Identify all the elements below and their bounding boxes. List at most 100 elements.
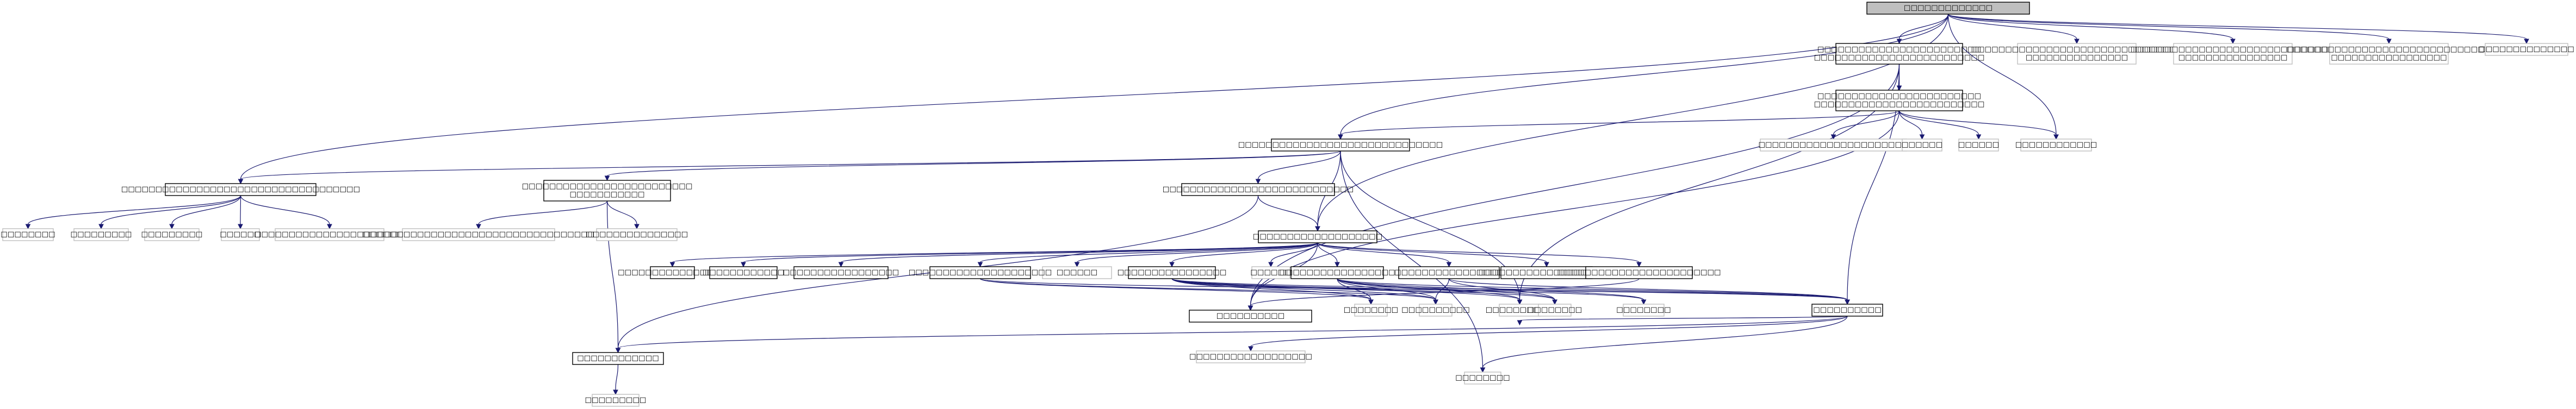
edge-root-to-n7 — [1338, 14, 1949, 140]
edge-arrowhead — [741, 262, 746, 268]
graph-node-n37[interactable]: ☐☐☐☐☐☐☐☐☐☐ — [1486, 304, 1554, 317]
graph-node-n13[interactable]: ☐☐☐☐☐☐☐☐☐☐☐☐☐☐☐☐☐☐☐☐☐☐☐☐☐☐☐☐☐☐☐☐☐☐☐☐ — [522, 180, 693, 202]
node-label: ☐☐☐☐☐☐☐☐ — [1528, 306, 1582, 315]
graph-node-n44[interactable]: ☐☐☐☐☐☐☐☐ — [1455, 372, 1510, 385]
edge-arrowhead — [1919, 134, 1925, 140]
edge-n22-to-n27 — [1074, 242, 1318, 268]
edge-n34-to-n43 — [1247, 278, 1640, 311]
graph-node-n31[interactable]: ☐☐☐☐☐☐☐☐☐☐☐☐☐☐☐☐☐ — [1279, 266, 1395, 279]
graph-node-n15[interactable]: ☐☐☐☐☐☐☐☐ — [1, 228, 55, 241]
graph-node-n17[interactable]: ☐☐☐☐☐☐☐☐☐ — [141, 228, 203, 241]
graph-node-n11[interactable]: ☐☐☐☐☐☐☐☐☐☐☐☐ — [2015, 139, 2097, 152]
edge-arrowhead — [1315, 226, 1320, 232]
edge-arrowhead — [1255, 179, 1261, 185]
graph-node-n33[interactable]: ☐☐☐☐☐☐☐☐☐☐☐☐☐☐☐☐☐☐☐☐ — [1478, 266, 1615, 279]
graph-node-n29[interactable]: ☐☐☐☐☐☐☐☐☐☐☐☐ — [572, 352, 664, 365]
graph-node-n3[interactable]: ☐☐☐☐☐☐☐☐☐☐☐☐☐☐☐☐☐☐☐☐☐☐☐☐☐☐☐☐☐☐☐☐☐☐☐☐☐☐☐☐… — [2131, 43, 2336, 65]
graph-node-n24[interactable]: ☐☐☐☐☐☐ — [1250, 266, 1292, 279]
node-box — [2329, 43, 2449, 65]
edge-arrowhead — [1830, 134, 1836, 140]
graph-node-n7[interactable]: ☐☐☐☐☐☐☐☐☐☐☐☐☐☐☐☐☐☐☐☐☐☐☐☐☐☐☐☐☐☐ — [1238, 139, 1443, 152]
graph-node-n14[interactable]: ☐☐☐☐☐☐☐☐☐☐☐☐☐☐☐☐☐☐☐☐☐☐☐☐☐☐☐☐ — [1163, 183, 1354, 196]
graph-node-n4[interactable]: ☐☐☐☐☐☐☐☐☐☐☐☐☐☐☐☐☐☐☐☐☐☐☐☐☐☐☐☐☐☐☐☐☐☐☐☐☐☐☐☐… — [2287, 43, 2492, 65]
edge-line — [606, 150, 1341, 177]
edge-arrowhead — [1845, 299, 1850, 305]
node-label: ☐☐☐☐☐☐☐☐☐☐☐☐☐☐☐☐☐☐☐☐☐☐☐☐☐☐☐☐☐☐☐☐☐☐ — [363, 231, 595, 240]
node-box — [1538, 304, 1572, 317]
node-label: ☐☐☐☐☐☐☐☐☐☐☐☐☐☐☐☐☐☐☐☐☐☐☐☐☐ — [1814, 101, 1985, 110]
graph-node-n9[interactable]: ☐☐☐☐☐☐ — [1902, 139, 1942, 152]
graph-node-n25[interactable]: ☐☐☐☐☐☐☐☐☐☐☐☐ — [703, 266, 785, 279]
graph-node-n28[interactable]: ☐☐☐☐☐☐☐☐☐☐☐☐☐☐☐☐☐☐☐☐☐ — [909, 266, 1052, 279]
node-box — [1196, 350, 1306, 363]
graph-node-n42[interactable]: ☐☐☐☐☐☐☐☐☐ — [585, 394, 647, 407]
graph-node-n39[interactable]: ☐☐☐☐☐☐☐☐ — [1616, 304, 1671, 317]
graph-node-n23[interactable]: ☐☐☐☐☐☐☐☐☐☐☐☐☐☐☐☐ — [618, 266, 727, 279]
node-box — [650, 266, 695, 279]
graph-node-root[interactable]: ☐☐☐☐☐☐☐☐☐☐☐☐☐ — [1866, 2, 2030, 15]
edge-line — [171, 195, 241, 225]
graph-node-n41[interactable]: ☐☐☐☐☐☐☐☐☐☐☐☐☐☐☐☐☐☐ — [1189, 350, 1312, 363]
edge-line — [1337, 278, 1520, 300]
edge-line — [1519, 316, 1848, 321]
node-label: ☐☐☐☐☐☐☐☐ — [1, 231, 55, 240]
graph-node-n12[interactable]: ☐☐☐☐☐☐☐☐☐☐☐☐☐☐☐☐☐☐☐☐☐☐☐☐☐☐☐☐☐☐☐☐☐☐☐ — [121, 183, 360, 196]
graph-node-n1[interactable]: ☐☐☐☐☐☐☐☐☐☐☐☐☐☐☐☐☐☐☐☐☐☐☐☐☐☐☐☐☐☐☐☐☐☐☐☐☐☐☐☐… — [1814, 43, 1985, 65]
edge-line — [1833, 110, 1900, 135]
edge-n31-to-n35 — [1337, 278, 1374, 305]
edge-arrowhead — [2230, 39, 2236, 45]
node-label: ☐☐☐☐☐☐☐☐☐☐☐☐☐☐☐☐☐☐☐☐☐☐☐☐☐ — [522, 183, 693, 192]
edge-arrowhead — [238, 224, 243, 230]
node-label: ☐☐☐☐☐☐☐☐ — [1616, 306, 1671, 315]
node-label: ☐☐☐☐☐☐☐☐ — [1455, 374, 1510, 383]
edge-line — [1270, 242, 1318, 263]
edge-n6-to-n8 — [1830, 110, 1900, 140]
graph-node-n6[interactable]: ☐☐☐☐☐☐☐☐☐☐☐☐☐☐☐☐☐☐☐☐☐☐☐☐☐☐☐☐☐☐☐☐☐☐☐☐☐☐☐☐… — [1814, 90, 1985, 111]
graph-node-n20[interactable]: ☐☐☐☐☐☐☐☐☐☐☐☐☐☐☐☐☐☐☐☐☐☐☐☐☐☐☐☐☐☐☐☐☐☐ — [363, 228, 595, 241]
graph-node-n34[interactable]: ☐☐☐☐☐☐☐☐☐☐☐☐☐☐☐☐☐☐☐☐☐☐☐☐ — [1557, 266, 1721, 279]
edge-line — [1317, 242, 1450, 263]
graph-node-n8[interactable]: ☐☐☐☐☐☐☐☐☐☐☐☐☐☐☐☐☐☐☐☐☐☐ — [1758, 139, 1909, 152]
edge-line — [1482, 316, 1848, 368]
node-box — [793, 266, 889, 279]
graph-node-n22[interactable]: ☐☐☐☐☐☐☐☐☐☐☐☐☐☐☐☐☐☐☐ — [1253, 230, 1382, 243]
edge-line — [1171, 278, 1644, 300]
edge-arrowhead — [1517, 320, 1523, 326]
node-box — [1290, 266, 1384, 279]
edge-line — [1898, 110, 1979, 135]
graph-node-n21[interactable]: ☐☐☐☐☐☐☐☐☐☐☐☐☐☐☐ — [586, 228, 688, 241]
edge-line — [1317, 242, 1640, 263]
edge-n22-to-n24 — [1268, 242, 1318, 268]
graph-node-n27[interactable]: ☐☐☐☐☐☐ — [1042, 266, 1112, 279]
node-box — [1585, 266, 1693, 279]
graph-node-n16[interactable]: ☐☐☐☐☐☐☐☐☐ — [71, 228, 132, 241]
edge-line — [1898, 110, 1923, 135]
edge-line — [1337, 278, 1848, 300]
node-label: ☐☐☐☐☐☐☐☐☐☐☐☐☐☐☐☐ — [618, 269, 727, 278]
node-label: ☐☐☐☐☐☐☐☐☐☐☐☐ — [2015, 141, 2097, 150]
graph-node-n10[interactable]: ☐☐☐☐☐☐ — [1958, 139, 1999, 152]
edge-line — [1250, 278, 1640, 306]
graph-node-n26[interactable]: ☐☐☐☐☐☐☐☐☐☐☐☐☐☐☐☐☐ — [783, 266, 899, 279]
edge-line — [606, 200, 637, 225]
edge-line — [1257, 150, 1341, 180]
graph-node-n35[interactable]: ☐☐☐☐☐☐☐☐ — [1344, 304, 1398, 317]
graph-node-n19[interactable]: ☐☐☐☐☐☐☐☐☐☐☐☐☐☐☐☐☐☐☐☐☐☐ — [255, 228, 405, 241]
graph-node-n32[interactable]: ☐☐☐☐☐☐☐☐☐☐☐☐☐☐☐☐ — [1394, 266, 1504, 279]
graph-node-n36[interactable]: ☐☐☐☐☐☐☐☐☐☐ — [1401, 304, 1470, 317]
edge-line — [1340, 14, 1949, 135]
node-label: ☐☐☐☐☐☐☐☐☐☐☐☐☐☐☐☐☐☐☐☐☐☐☐☐☐☐☐☐☐☐☐ — [1971, 46, 2182, 55]
graph-node-n30[interactable]: ☐☐☐☐☐☐☐☐☐☐☐☐☐☐☐☐ — [1118, 266, 1227, 279]
edge-arrowhead — [169, 224, 175, 230]
graph-node-n43[interactable]: ☐☐☐☐☐☐☐☐☐☐ — [1189, 310, 1312, 323]
graph-node-n38[interactable]: ☐☐☐☐☐☐☐☐ — [1528, 304, 1582, 317]
edge-line — [1898, 14, 1949, 40]
graph-node-n5[interactable]: ☐☐☐☐☐☐☐☐☐☐☐☐☐☐ — [2479, 43, 2574, 56]
graph-node-n18[interactable]: ☐☐☐☐☐☐ — [220, 228, 261, 241]
graph-node-n2[interactable]: ☐☐☐☐☐☐☐☐☐☐☐☐☐☐☐☐☐☐☐☐☐☐☐☐☐☐☐☐☐☐☐☐☐☐☐☐☐☐☐☐… — [1971, 43, 2183, 65]
edge-n7-to-n12 — [238, 150, 1341, 185]
graph-node-n40[interactable]: ☐☐☐☐☐☐☐☐☐☐ — [1811, 304, 1883, 317]
edge-n6-to-n11 — [1898, 110, 2059, 140]
node-label: ☐☐☐☐☐☐☐☐☐☐ — [1486, 306, 1554, 315]
node-box — [1866, 2, 2030, 15]
